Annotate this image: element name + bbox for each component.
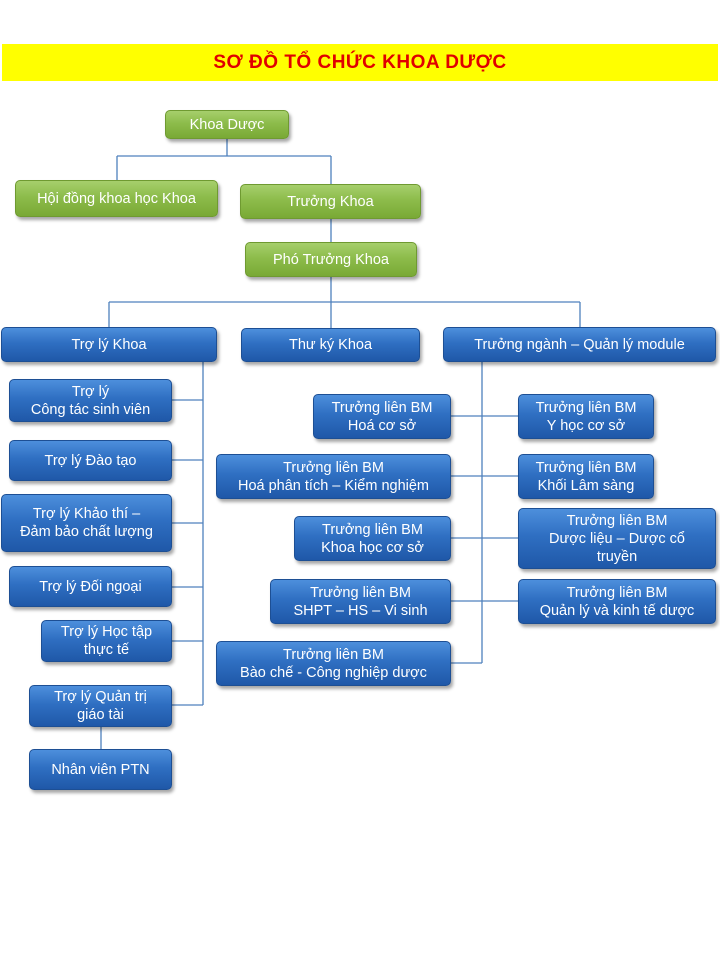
node-hoi-dong-khoa-hoc: Hội đồng khoa học Khoa [15, 180, 218, 217]
node-truong-nganh: Trưởng ngành – Quản lý module [443, 327, 716, 362]
node-tro-ly-khoa: Trợ lý Khoa [1, 327, 217, 362]
node-tro-ly-cong-tac-sinh-vien: Trợ lý Công tác sinh viên [9, 379, 172, 422]
node-truong-khoa: Trưởng Khoa [240, 184, 421, 219]
node-bm-y-hoc-co-so: Trưởng liên BM Y học cơ sở [518, 394, 654, 439]
node-bm-hoa-co-so: Trưởng liên BM Hoá cơ sở [313, 394, 451, 439]
node-bm-khoi-lam-sang: Trưởng liên BM Khối Lâm sàng [518, 454, 654, 499]
node-tro-ly-dao-tao: Trợ lý Đào tạo [9, 440, 172, 481]
node-khoa-duoc: Khoa Dược [165, 110, 289, 139]
node-bm-khoa-hoc-co-so: Trưởng liên BM Khoa học cơ sở [294, 516, 451, 561]
title-banner: SƠ ĐỒ TỔ CHỨC KHOA DƯỢC [2, 44, 718, 81]
node-bm-duoc-lieu: Trưởng liên BM Dược liệu – Dược cổ truyề… [518, 508, 716, 569]
page-title: SƠ ĐỒ TỔ CHỨC KHOA DƯỢC [213, 51, 507, 73]
node-bm-shpt-hs-vi-sinh: Trưởng liên BM SHPT – HS – Vi sinh [270, 579, 451, 624]
node-tro-ly-hoc-tap-thuc-te: Trợ lý Học tập thực tế [41, 620, 172, 662]
node-tro-ly-quan-tri-giao-tai: Trợ lý Quản trị giáo tài [29, 685, 172, 727]
node-bm-bao-che: Trưởng liên BM Bào chế - Công nghiệp dượ… [216, 641, 451, 686]
node-bm-hoa-phan-tich: Trưởng liên BM Hoá phân tích – Kiểm nghi… [216, 454, 451, 499]
node-thu-ky-khoa: Thư ký Khoa [241, 328, 420, 362]
node-pho-truong-khoa: Phó Trưởng Khoa [245, 242, 417, 277]
node-nhan-vien-ptn: Nhân viên PTN [29, 749, 172, 790]
node-tro-ly-khao-thi: Trợ lý Khảo thí – Đảm bảo chất lượng [1, 494, 172, 552]
node-bm-quan-ly-kinh-te-duoc: Trưởng liên BM Quản lý và kinh tế dược [518, 579, 716, 624]
node-tro-ly-doi-ngoai: Trợ lý Đối ngoại [9, 566, 172, 607]
